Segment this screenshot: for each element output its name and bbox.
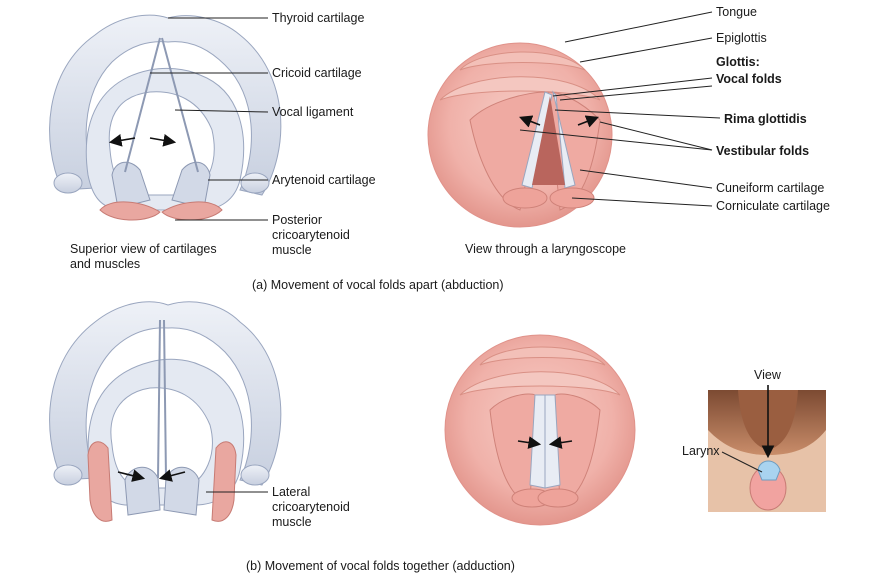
label-posterior-line1: Posterior (272, 213, 323, 227)
label-rima-glottidis: Rima glottidis (724, 112, 807, 126)
label-tongue: Tongue (716, 5, 758, 19)
superior-view-abduction (49, 14, 282, 221)
label-lateral-line2: cricoarytenoid (272, 500, 350, 514)
label-posterior-line3: muscle (272, 243, 312, 257)
label-view: View (754, 368, 781, 382)
label-lateral-line3: muscle (272, 515, 312, 529)
label-glottis: Glottis: (716, 55, 760, 69)
laryngoscope-view-abduction (427, 42, 613, 228)
leader-lines-a-right (519, 11, 721, 207)
label-larynx: Larynx (682, 444, 720, 458)
caption-b: (b) Movement of vocal folds together (ad… (246, 559, 515, 573)
label-corniculate-cartilage: Corniculate cartilage (716, 199, 830, 213)
posterior-cricoarytenoid-muscle-shape (99, 201, 161, 221)
caption-superior-view-line1: Superior view of cartilages (70, 242, 217, 256)
label-arytenoid-cartilage: Arytenoid cartilage (272, 173, 376, 187)
label-vocal-ligament: Vocal ligament (272, 105, 354, 119)
caption-superior-view-line2: and muscles (70, 257, 141, 271)
superior-view-adduction (49, 301, 282, 522)
label-vestibular-folds: Vestibular folds (716, 144, 810, 158)
neck-view (708, 385, 826, 512)
label-posterior-line2: cricoarytenoid (272, 228, 350, 242)
label-epiglottis: Epiglottis (716, 31, 767, 45)
caption-laryngoscope-view: View through a laryngoscope (465, 242, 626, 256)
laryngoscope-view-adduction (444, 334, 636, 526)
label-lateral-line1: Lateral (272, 485, 311, 499)
caption-a: (a) Movement of vocal folds apart (abduc… (252, 278, 504, 292)
leader-lines-a-left (150, 17, 269, 221)
label-thyroid-cartilage: Thyroid cartilage (272, 11, 365, 25)
lateral-cricoarytenoid-muscle-shape (87, 441, 113, 522)
label-cuneiform-cartilage: Cuneiform cartilage (716, 181, 825, 195)
label-cricoid-cartilage: Cricoid cartilage (272, 66, 362, 80)
label-vocal-folds: Vocal folds (716, 72, 782, 86)
